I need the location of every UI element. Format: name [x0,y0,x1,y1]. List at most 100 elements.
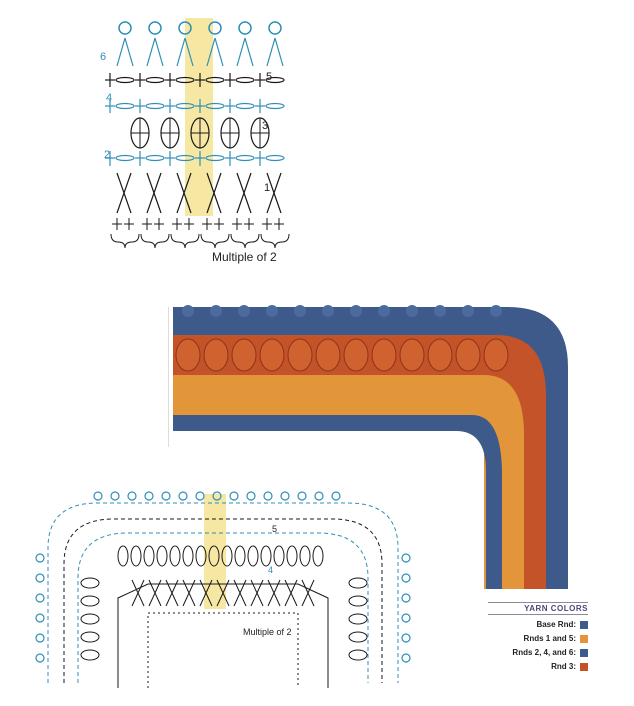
puff-stitch [247,545,259,567]
repeat-bracket [110,233,140,249]
puff-bobble [315,338,341,372]
puff-stitch [348,577,368,589]
picot-stitch [244,37,254,67]
picot-bump [406,305,418,317]
picot-bump [294,305,306,317]
crochet-border-photo [168,305,568,589]
picot-loop [35,613,45,623]
picot-loop [263,491,273,501]
chain-stitch [115,76,135,84]
chain-stitch [205,76,225,84]
chain-stitch [145,154,165,162]
picot-bump [266,305,278,317]
chain-stitch [205,102,225,110]
picot-stitch [184,37,194,67]
puff-stitch [348,631,368,643]
corner-chart-rows [35,491,411,688]
crossed-stitch [206,172,222,214]
picot-loop [161,491,171,501]
chain-stitch [145,76,165,84]
picot-loop [238,21,252,35]
picot-loop [268,21,282,35]
puff-bobble [427,338,453,372]
round-number-4: 4 [106,92,113,104]
repeat-bracket [170,233,200,249]
corner-repeat-highlight [204,494,226,609]
puff-stitch [312,545,324,567]
puff-bobble [399,338,425,372]
picot-loop [246,491,256,501]
crossed-stitch [176,172,192,214]
crossed-stitch [266,172,282,214]
puff-stitch [80,613,100,625]
legend-label: Base Rnd: [536,620,576,629]
crossed-stitch [131,579,145,607]
puff-stitch [156,545,168,567]
multiple-label-top: Multiple of 2 [212,250,277,264]
puff-stitch [273,545,285,567]
picot-loop [110,491,120,501]
round-number-1: 1 [264,182,271,194]
border-bands [173,305,568,589]
puff-stitch [80,595,100,607]
puff-stitch [208,545,220,567]
picot-loop [331,491,341,501]
picot-bump [182,305,194,317]
legend-swatch [580,662,588,671]
base-round [117,583,329,688]
picot-loop [229,491,239,501]
repeat-bracket [200,233,230,249]
legend-item-rnds-1-5: Rnds 1 and 5: [468,634,588,643]
picot-bump [322,305,334,317]
picot-loop [178,21,192,35]
corner-stitch-chart [35,491,411,688]
puff-stitch [348,649,368,661]
picot-loop [35,553,45,563]
puff-stitch [80,631,100,643]
picot-stitch [116,37,126,67]
chain-stitch [205,154,225,162]
picot-loop [127,491,137,501]
picot-bump [434,305,446,317]
puff-bobble [287,338,313,372]
chain-stitch [235,76,255,84]
picot-loop [212,491,222,501]
puff-stitch [117,545,129,567]
puff-bobble [259,338,285,372]
picot-loop [35,593,45,603]
chain-stitch [115,154,135,162]
puff-bobble [483,338,509,372]
picot-stitch [266,37,276,67]
picot-loop [280,491,290,501]
chain-stitch [145,102,165,110]
picot-bump [378,305,390,317]
picot-bump [462,305,474,317]
chain-stitch [175,102,195,110]
picot-loop [401,653,411,663]
puff-bobble [343,338,369,372]
arch-round [47,502,399,683]
corner-round-number-4: 4 [268,565,274,575]
legend-swatch [580,620,588,629]
picot-stitch [124,37,134,67]
puff-bobble [175,338,201,372]
legend-swatch [580,634,588,643]
chain-stitch [115,102,135,110]
chain-stitch [235,154,255,162]
picot-bump [350,305,362,317]
puff-stitch [348,595,368,607]
picot-bump [238,305,250,317]
puff-stitch [221,545,233,567]
picot-stitch [236,37,246,67]
puff-bobble [231,338,257,372]
picot-stitch [154,37,164,67]
picot-bump [490,305,502,317]
arch-round [77,532,369,683]
picot-loop [148,21,162,35]
round-number-2: 2 [104,149,111,161]
puff-stitch [130,545,142,567]
picot-bump [210,305,222,317]
puff-stitch [195,545,207,567]
picot-stitch [274,37,284,67]
puff-stitch [169,545,181,567]
